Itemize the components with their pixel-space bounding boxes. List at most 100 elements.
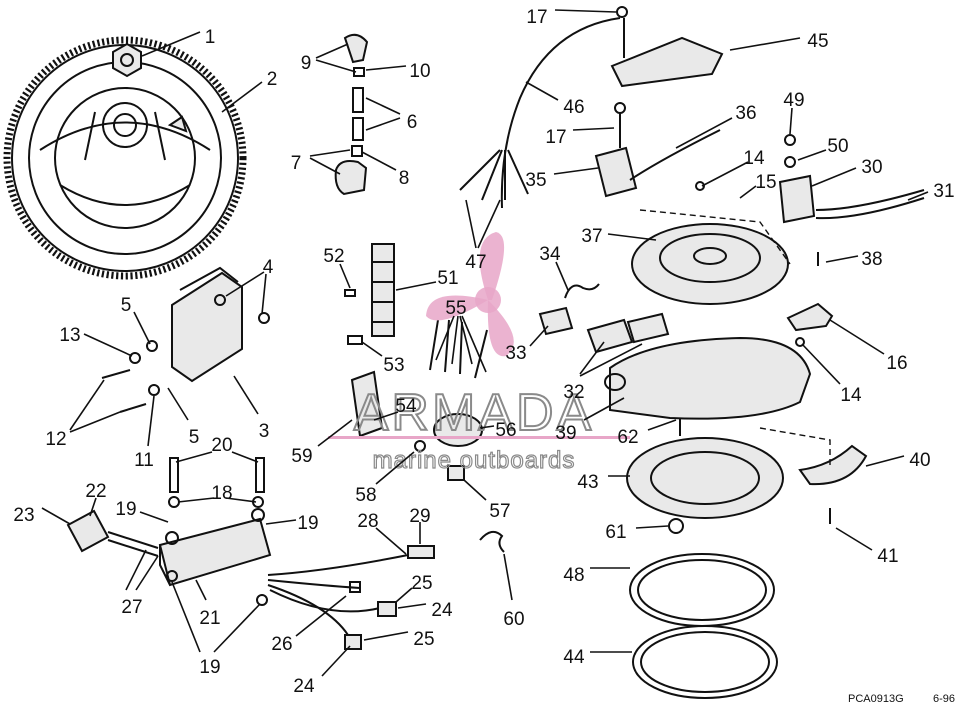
seal-ring-48	[629, 553, 775, 627]
callout-53: 53	[383, 355, 404, 376]
stator-plate	[609, 336, 812, 420]
callout-39: 39	[555, 423, 576, 444]
leader-60	[503, 553, 513, 601]
callout-62: 62	[617, 427, 638, 448]
leader-52	[339, 263, 351, 289]
leader-20	[175, 451, 213, 463]
leader-9	[315, 43, 349, 59]
leader-7	[309, 149, 351, 157]
assembly-line	[639, 209, 791, 265]
callout-17: 17	[545, 127, 566, 148]
callout-17: 17	[526, 7, 547, 28]
leader-25	[395, 587, 413, 603]
leader-13	[83, 333, 133, 357]
leader-7	[309, 157, 341, 175]
leader-15	[739, 185, 757, 199]
callout-20: 20	[211, 435, 232, 456]
callout-51: 51	[437, 268, 458, 289]
callout-19: 19	[297, 513, 318, 534]
leader-19	[213, 603, 261, 653]
leader-24	[321, 645, 351, 677]
leader-36	[675, 117, 733, 149]
callout-5: 5	[121, 295, 132, 316]
callout-26: 26	[271, 634, 292, 655]
callout-24: 24	[293, 676, 315, 697]
leader-50	[797, 149, 827, 161]
callout-13: 13	[59, 325, 80, 346]
leader-35	[553, 167, 599, 175]
callout-19: 19	[115, 499, 136, 520]
seal-ring-44	[632, 625, 778, 699]
callout-4: 4	[263, 257, 274, 278]
callout-34: 34	[539, 244, 561, 265]
retainer-plate	[626, 437, 784, 519]
callout-44: 44	[563, 647, 585, 668]
leader-18	[225, 497, 257, 503]
callout-6: 6	[407, 112, 418, 133]
leader-12	[69, 411, 121, 433]
callout-61: 61	[605, 522, 626, 543]
callout-55: 55	[445, 298, 466, 319]
callout-21: 21	[199, 608, 220, 629]
retaining-clip	[479, 530, 505, 553]
leader-11	[147, 395, 155, 447]
leader-58	[375, 451, 415, 485]
callout-30: 30	[861, 157, 882, 178]
leader-51	[395, 281, 437, 291]
callout-10: 10	[409, 61, 430, 82]
callout-50: 50	[827, 136, 848, 157]
leader-4	[261, 273, 267, 315]
watermark-bar	[328, 436, 630, 439]
flywheel-nut	[112, 42, 142, 78]
fasteners	[614, 6, 831, 534]
leader-34	[555, 261, 569, 291]
watermark-tagline: marine outboards	[373, 447, 576, 474]
power-pack	[158, 457, 272, 606]
leader-5	[133, 311, 151, 345]
callout-56: 56	[495, 420, 516, 441]
spring-and-sleeves	[538, 283, 670, 354]
leader-21	[195, 579, 207, 601]
leader-1	[141, 31, 201, 57]
callout-49: 49	[783, 90, 804, 111]
callout-35: 35	[525, 170, 546, 191]
leader-12	[69, 379, 105, 431]
wire-loom	[500, 17, 621, 209]
ignition-coil	[101, 266, 270, 413]
leader-26	[295, 595, 347, 637]
callout-15: 15	[755, 172, 776, 193]
leader-14	[701, 161, 749, 187]
leader-45	[729, 37, 801, 51]
wire-harness	[267, 545, 435, 650]
leader-19	[265, 519, 297, 525]
flywheel	[3, 36, 247, 280]
leader-4	[225, 271, 265, 297]
callout-38: 38	[861, 249, 882, 270]
leader-37	[607, 233, 657, 241]
callout-36: 36	[735, 103, 756, 124]
leader-39	[583, 397, 625, 421]
callout-48: 48	[563, 565, 584, 586]
terminal-block	[344, 243, 395, 337]
callout-58: 58	[355, 485, 376, 506]
leader-10	[365, 65, 407, 71]
callout-29: 29	[409, 506, 430, 527]
leader-2	[221, 81, 263, 113]
spark-plug-boot-parts	[334, 33, 369, 196]
drawing-code: PCA0913G	[848, 693, 904, 705]
leader-46	[525, 81, 559, 101]
propeller-logo	[426, 232, 514, 357]
callout-23: 23	[13, 505, 34, 526]
leader-59	[317, 419, 353, 447]
callout-52: 52	[323, 246, 344, 267]
leader-27	[135, 555, 159, 591]
timer-base	[631, 223, 789, 305]
leader-9	[315, 59, 357, 73]
callout-14: 14	[840, 385, 862, 406]
bracket	[786, 302, 834, 332]
leader-5	[167, 387, 189, 421]
leader-30	[811, 167, 857, 187]
leader-55	[435, 315, 455, 361]
